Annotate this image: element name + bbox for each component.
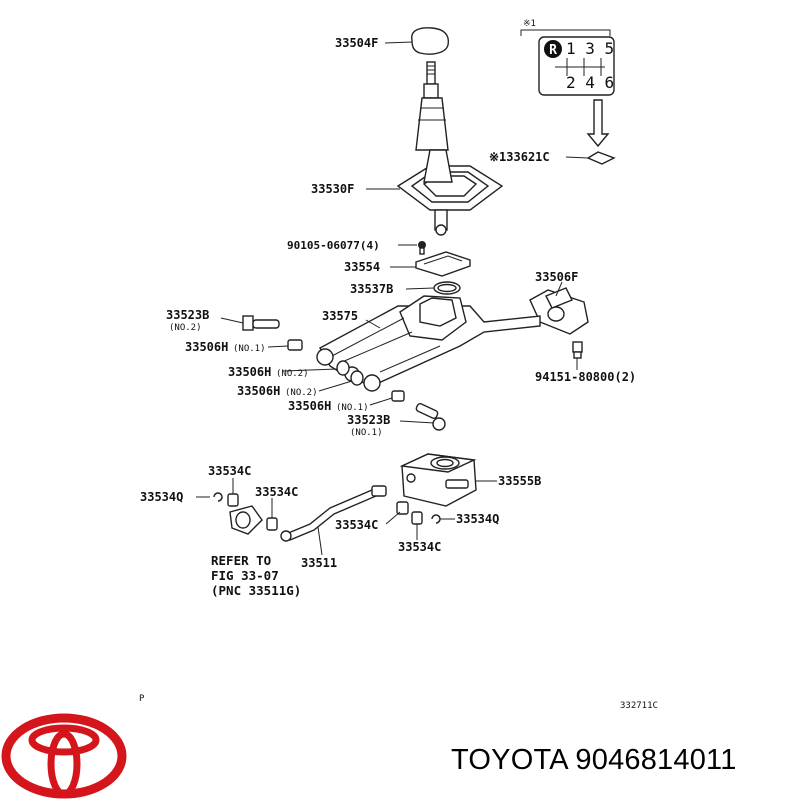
clip-q-right: 33534Q bbox=[431, 512, 499, 526]
bracket-right: 33506F bbox=[529, 270, 589, 335]
label-33534c-4: 33534C bbox=[398, 540, 441, 554]
label-90105: 90105-06077(4) bbox=[287, 239, 380, 252]
label-33506h-4-sub: (NO.1) bbox=[336, 403, 369, 413]
figure-code: 332711C bbox=[620, 701, 658, 711]
bushing-h-1: 33506H (NO.1) bbox=[185, 339, 303, 354]
label-33506h-4: 33506H bbox=[288, 399, 331, 413]
label-plate: ※133621C bbox=[489, 150, 616, 165]
o-ring: 33537B bbox=[350, 281, 461, 296]
joint-left bbox=[229, 505, 263, 535]
label-33506f: 33506F bbox=[535, 270, 578, 284]
retainer: 33554 bbox=[344, 251, 471, 277]
label-33523b-top: 33523B bbox=[166, 308, 209, 322]
label-33506h-2: 33506H bbox=[228, 365, 271, 379]
label-33506h-2-sub: (NO.2) bbox=[276, 369, 309, 379]
shift-housing: 33555B bbox=[399, 453, 541, 507]
bushing-h-4: 33506H (NO.1) bbox=[288, 390, 405, 413]
shift-top-row: 1 3 5 bbox=[566, 39, 614, 58]
note-mark: ※1 bbox=[523, 19, 536, 29]
label-33534q-left: 33534Q bbox=[140, 490, 183, 504]
reverse-letter: R bbox=[549, 43, 557, 58]
label-33534c-3: 33534C bbox=[335, 518, 378, 532]
shift-boot: 33530F bbox=[311, 149, 504, 236]
collar-c-1: 33534C bbox=[208, 464, 251, 507]
nut-right: 94151-80800(2) bbox=[535, 341, 636, 384]
label-33506h-3-sub: (NO.2) bbox=[285, 388, 318, 398]
refer-line-3: (PNC 33511G) bbox=[211, 583, 301, 598]
label-33554: 33554 bbox=[344, 260, 380, 274]
collar-c-2: 33534C bbox=[255, 485, 298, 531]
label-33506h-1: 33506H bbox=[185, 340, 228, 354]
label-33534c-1: 33534C bbox=[208, 464, 251, 478]
toyota-logo bbox=[1, 713, 127, 799]
label-33504f: 33504F bbox=[335, 36, 378, 50]
bushing-b-bottom: 33523B (NO.1) bbox=[347, 403, 446, 438]
label-33523b-bottom-sub: (NO.1) bbox=[350, 428, 383, 438]
collar-c-4: 33534C bbox=[398, 511, 441, 554]
refer-line-1: REFER TO bbox=[211, 553, 271, 568]
label-94151: 94151-80800(2) bbox=[535, 370, 636, 384]
lever-shaft bbox=[415, 61, 449, 151]
label-33537b: 33537B bbox=[350, 282, 393, 296]
label-33523b-top-sub: (NO.2) bbox=[169, 323, 202, 333]
label-33506h-1-sub: (NO.1) bbox=[233, 344, 266, 354]
collar-c-3: 33534C bbox=[335, 501, 409, 532]
shift-bottom-row: 2 4 6 bbox=[566, 73, 614, 92]
shift-pattern-note: ※1 R 1 3 5 2 4 6 bbox=[520, 19, 615, 148]
label-33575: 33575 bbox=[322, 309, 358, 323]
label-33621c: ※133621C bbox=[489, 150, 550, 164]
label-33555b: 33555B bbox=[498, 474, 541, 488]
clip-q-left: 33534Q bbox=[140, 490, 223, 504]
brand-caption: TOYOTA 9046814011 bbox=[451, 744, 737, 776]
reverse-badge bbox=[544, 40, 562, 58]
bolt: 90105-06077(4) bbox=[287, 239, 426, 255]
bushing-h-2: 33506H (NO.2) bbox=[228, 360, 350, 379]
label-33530f: 33530F bbox=[311, 182, 354, 196]
bushing-b-top: 33523B (NO.2) bbox=[166, 308, 280, 333]
label-33506h-3: 33506H bbox=[237, 384, 280, 398]
label-33511: 33511 bbox=[301, 556, 337, 570]
corner-p-label: P bbox=[139, 694, 145, 704]
bushing-h-3: 33506H (NO.2) bbox=[237, 370, 364, 398]
shift-knob: 33504F bbox=[335, 27, 450, 55]
down-arrow-icon bbox=[586, 99, 610, 148]
label-33523b-bottom: 33523B bbox=[347, 413, 390, 427]
label-33534c-2: 33534C bbox=[255, 485, 298, 499]
shift-rod: 33511 bbox=[280, 485, 387, 570]
refer-line-2: FIG 33-07 bbox=[211, 568, 279, 583]
label-33534q-right: 33534Q bbox=[456, 512, 499, 526]
refer-note: REFER TO FIG 33-07 (PNC 33511G) bbox=[211, 553, 301, 598]
